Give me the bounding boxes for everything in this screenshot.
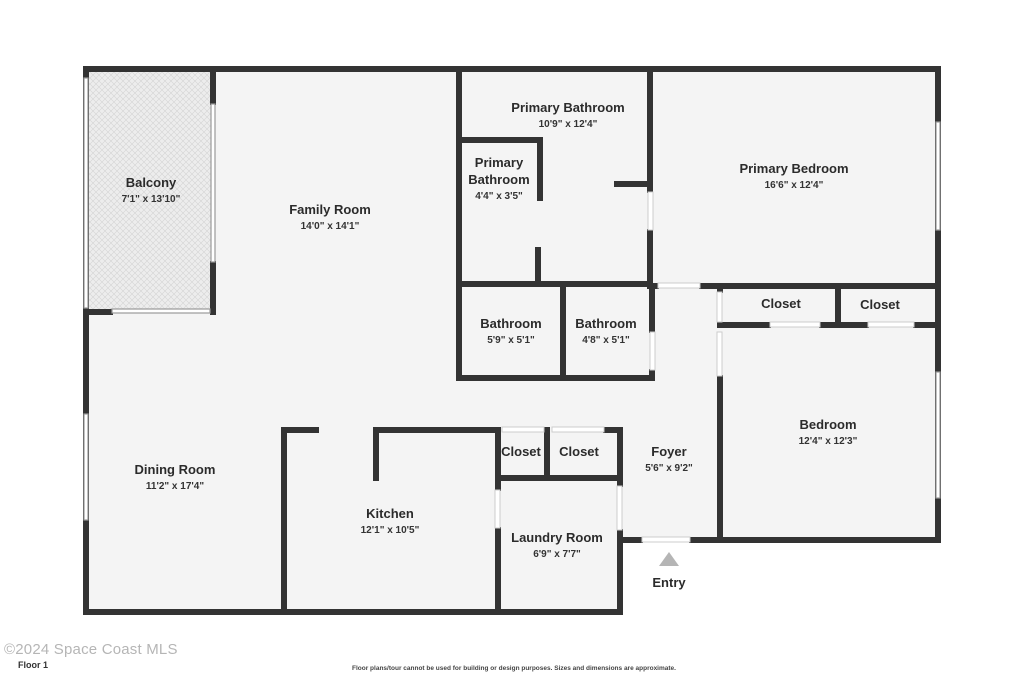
room-kitchen: Kitchen 12'1" x 10'5": [361, 506, 420, 536]
room-dimensions: 6'9" x 7'7": [533, 549, 581, 560]
entry-label: Entry: [652, 575, 686, 590]
room-primary-bathroom-small: Primary Bathroom 4'4" x 3'5": [468, 155, 529, 202]
room-dimensions: 7'1" x 13'10": [122, 194, 181, 205]
room-dimensions: 11'2" x 17'4": [146, 481, 204, 492]
room-dimensions: 10'9" x 12'4": [539, 119, 598, 130]
windows: [83, 77, 941, 521]
floor-label: Floor 1: [18, 660, 49, 670]
room-name: Balcony: [126, 175, 177, 190]
room-foyer: Foyer 5'6" x 9'2": [645, 444, 693, 474]
walls: [83, 66, 941, 615]
room-balcony: Balcony 7'1" x 13'10": [122, 175, 181, 205]
room-family-room: Family Room 14'0" x 14'1": [289, 202, 371, 232]
room-dimensions: 12'1" x 10'5": [361, 525, 420, 536]
room-dimensions: 14'0" x 14'1": [301, 221, 360, 232]
room-dimensions: 5'9" x 5'1": [487, 335, 535, 346]
watermark: ©2024 Space Coast MLS: [4, 641, 178, 658]
room-name: Closet: [761, 296, 801, 311]
room-name-line1: Primary: [475, 155, 524, 170]
door-openings: [494, 191, 915, 543]
room-name: Dining Room: [135, 462, 216, 477]
room-closet-4: Closet: [559, 444, 599, 459]
disclaimer: Floor plans/tour cannot be used for buil…: [352, 665, 676, 672]
room-dimensions: 12'4" x 12'3": [799, 436, 858, 447]
room-name: Bathroom: [480, 316, 541, 331]
room-closet-2: Closet: [860, 297, 900, 312]
room-laundry-room: Laundry Room 6'9" x 7'7": [511, 530, 603, 560]
room-primary-bathroom: Primary Bathroom 10'9" x 12'4": [511, 100, 624, 130]
room-dimensions: 16'6" x 12'4": [765, 180, 824, 191]
room-name: Laundry Room: [511, 530, 603, 545]
room-bedroom: Bedroom 12'4" x 12'3": [799, 417, 858, 447]
room-name: Foyer: [651, 444, 686, 459]
room-closet-1: Closet: [761, 296, 801, 311]
entry-arrow-icon: [659, 552, 679, 566]
room-name: Primary Bedroom: [739, 161, 848, 176]
room-name: Bedroom: [799, 417, 856, 432]
room-primary-bedroom: Primary Bedroom 16'6" x 12'4": [739, 161, 848, 191]
room-bathroom-1: Bathroom 5'9" x 5'1": [480, 316, 541, 346]
room-name: Kitchen: [366, 506, 414, 521]
room-dimensions: 4'8" x 5'1": [582, 335, 630, 346]
room-name: Closet: [501, 444, 541, 459]
room-name-line2: Bathroom: [468, 172, 529, 187]
room-bathroom-2: Bathroom 4'8" x 5'1": [575, 316, 636, 346]
room-name: Closet: [559, 444, 599, 459]
room-closet-3: Closet: [501, 444, 541, 459]
floor-area: [86, 69, 938, 612]
room-name: Bathroom: [575, 316, 636, 331]
room-name: Family Room: [289, 202, 371, 217]
balcony-floor: [89, 72, 213, 312]
room-name: Closet: [860, 297, 900, 312]
room-name: Primary Bathroom: [511, 100, 624, 115]
room-dimensions: 4'4" x 3'5": [475, 191, 523, 202]
room-dining-room: Dining Room 11'2" x 17'4": [135, 462, 216, 492]
room-dimensions: 5'6" x 9'2": [645, 463, 693, 474]
